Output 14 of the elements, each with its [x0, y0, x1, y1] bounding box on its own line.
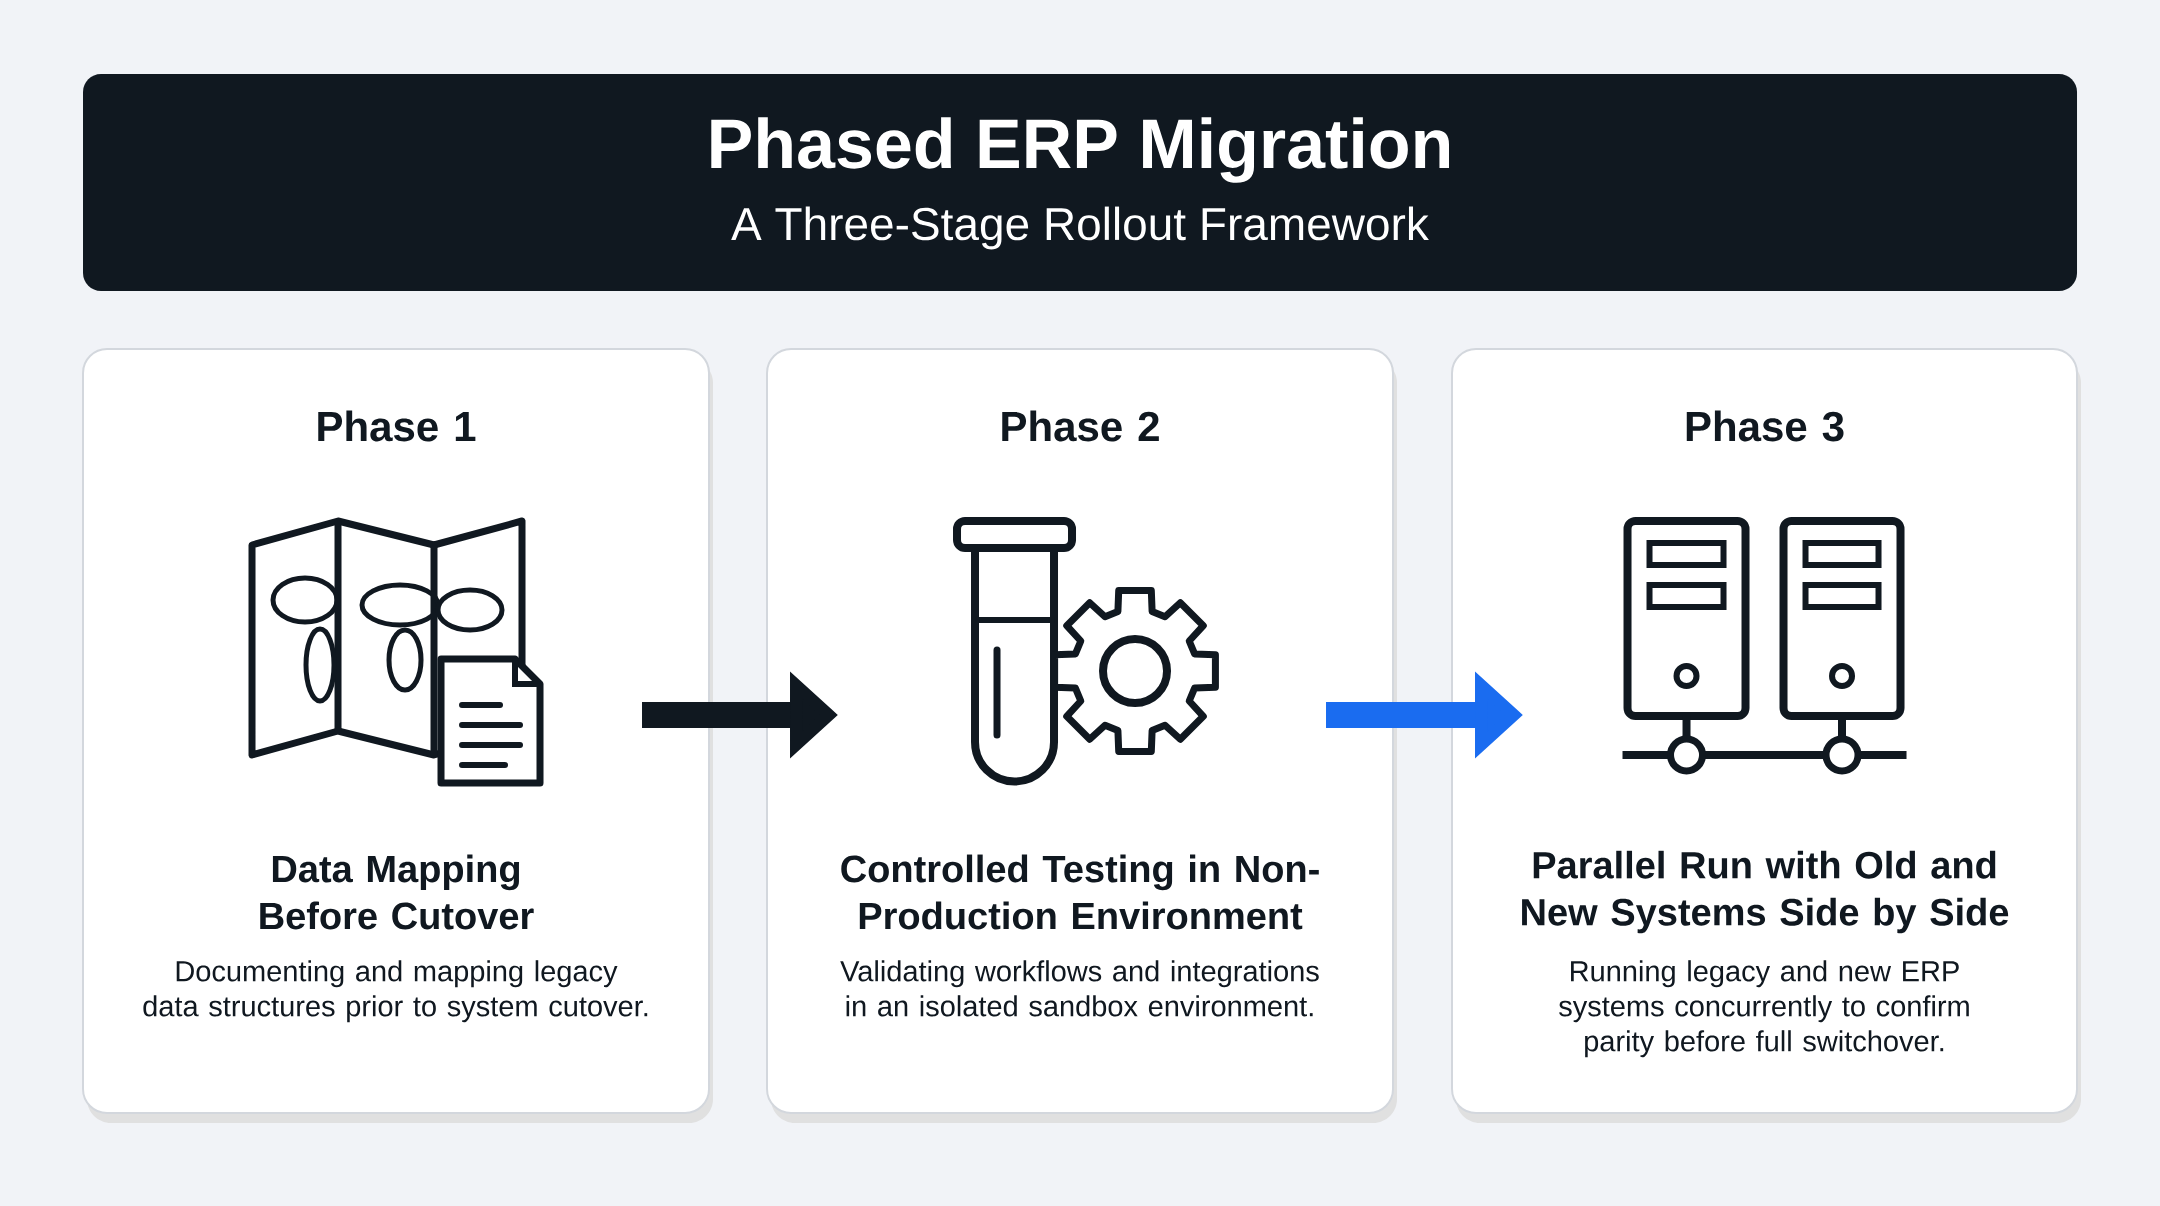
card-description: Running legacy and new ERP systems concurrently to confirm parity before full switchover.	[1559, 960, 1969, 1058]
phase-heading: Phase 2	[1002, 410, 1159, 442]
title-text: Phased ERP Migration	[711, 117, 1449, 183]
card-description: Documenting and mapping legacy data structures prior to system cutover.	[143, 960, 648, 1023]
card	[766, 348, 1397, 1123]
phase-heading: Phase 1	[318, 410, 476, 442]
card-description: Validating workflows and integrations in an isolated sandbox environment.	[840, 960, 1319, 1017]
card-title: Data Mapping Before Cutover	[260, 854, 534, 930]
phase-heading: Phase 3	[1686, 410, 1844, 442]
card-title: Parallel Run with Old and New Systems Side by Side	[1522, 850, 2009, 934]
card	[1451, 348, 2081, 1123]
subtitle-text: A Three-Stage Rollout Framework	[731, 206, 1429, 250]
card	[82, 348, 713, 1123]
card-title: Controlled Testing in Non-Production Environment	[841, 854, 1319, 930]
